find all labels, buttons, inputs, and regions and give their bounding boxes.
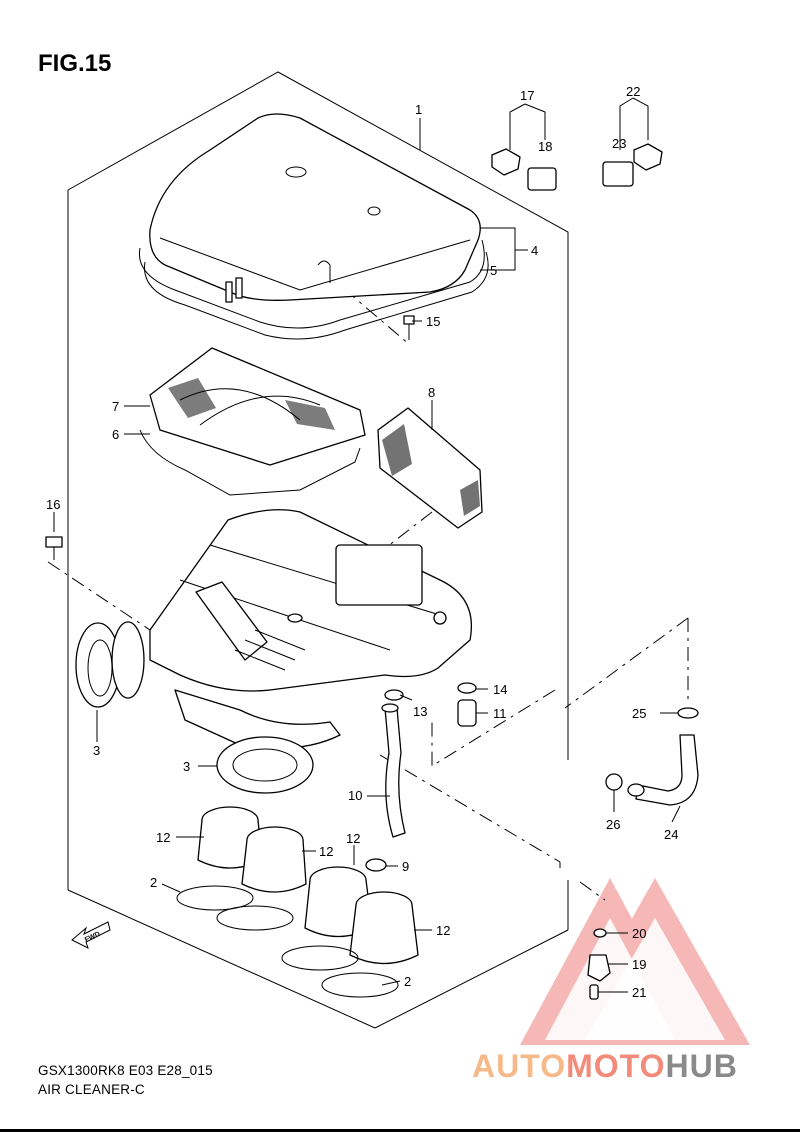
watermark-moto: MOTO	[566, 1048, 666, 1084]
callout-2a: 2	[150, 875, 157, 890]
section-name-caption: AIR CLEANER-C	[38, 1082, 145, 1097]
drain-parts	[365, 682, 477, 872]
bottom-border	[0, 1129, 800, 1132]
callout-24: 24	[664, 827, 678, 842]
callout-3a: 3	[93, 743, 100, 758]
sensor-small-parts	[587, 928, 611, 1000]
air-filter-element	[139, 347, 366, 496]
callout-5: 5	[490, 263, 497, 278]
callout-12c: 12	[346, 831, 360, 846]
screws	[45, 315, 415, 560]
callout-12a: 12	[156, 830, 170, 845]
callout-23: 23	[612, 136, 626, 151]
figure-title: FIG.15	[38, 50, 112, 77]
callout-10: 10	[348, 788, 362, 803]
watermark-auto: AUTO	[472, 1048, 567, 1084]
leader-lines	[53, 97, 681, 993]
callout-12b: 12	[319, 844, 333, 859]
inlet-duct-seals	[75, 621, 314, 794]
callout-1: 1	[415, 102, 422, 117]
callout-16: 16	[46, 497, 60, 512]
callout-11: 11	[493, 706, 507, 721]
callout-13: 13	[413, 704, 427, 719]
callout-18: 18	[538, 139, 552, 154]
callout-3b: 3	[183, 759, 190, 774]
callout-12d: 12	[436, 923, 450, 938]
callout-labels: 1 17 18 22 23 4 5 15 8 7 6 16 14 11 13 2…	[46, 84, 678, 1000]
callout-19: 19	[632, 957, 646, 972]
callout-26: 26	[606, 817, 620, 832]
callout-25: 25	[632, 706, 646, 721]
callout-17: 17	[520, 88, 534, 103]
forward-arrow-icon: FWD	[71, 921, 111, 949]
sensor-connectors	[491, 143, 663, 191]
callout-8: 8	[428, 385, 435, 400]
callout-9: 9	[402, 859, 409, 874]
callout-14: 14	[493, 682, 507, 697]
callout-15: 15	[426, 314, 440, 329]
breather-hose	[605, 707, 699, 806]
air-cleaner-cover	[138, 113, 489, 340]
callout-6: 6	[112, 427, 119, 442]
callout-7: 7	[112, 399, 119, 414]
callout-2b: 2	[404, 974, 411, 989]
callout-4: 4	[531, 243, 538, 258]
sub-filter-block	[377, 407, 483, 529]
model-code-caption: GSX1300RK8 E03 E28_015	[38, 1063, 213, 1078]
velocity-stacks	[176, 806, 419, 998]
assembly-boundary	[67, 71, 569, 1029]
callout-20: 20	[632, 926, 646, 941]
watermark-hub: HUB	[665, 1048, 738, 1084]
callout-22: 22	[626, 84, 640, 99]
watermark-triangle-logo	[520, 878, 750, 1045]
air-cleaner-case	[149, 509, 472, 749]
watermark-brand-text: AUTOMOTOHUB	[472, 1048, 738, 1085]
callout-21: 21	[632, 985, 646, 1000]
